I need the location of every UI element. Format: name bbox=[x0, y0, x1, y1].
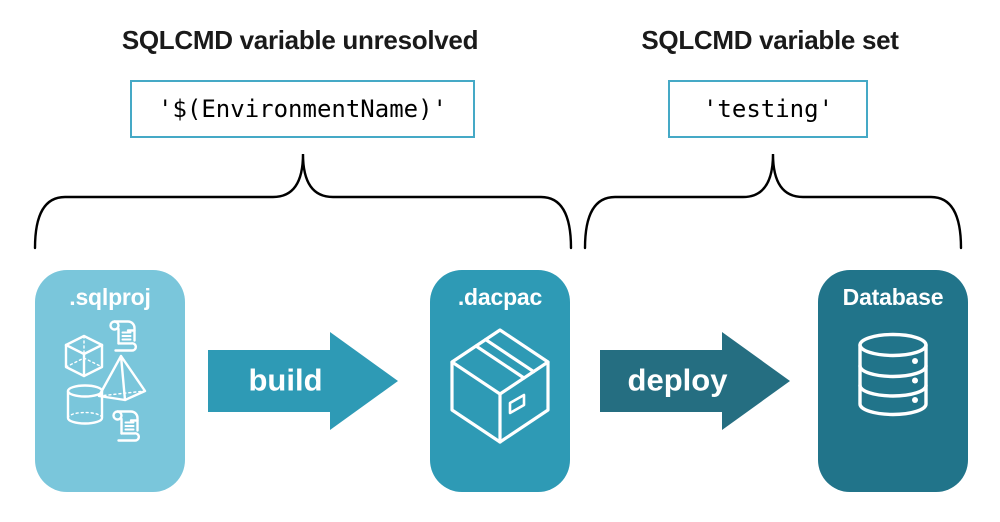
sqlproj-card: .sqlproj bbox=[35, 270, 185, 492]
package-box-icon bbox=[450, 328, 550, 444]
set-variable-heading: SQLCMD variable set bbox=[641, 25, 899, 55]
deploy-arrow-shape bbox=[600, 332, 790, 430]
pyramid-glyph bbox=[97, 354, 147, 402]
database-cylinder-icon bbox=[858, 332, 928, 417]
dacpac-card-label: .dacpac bbox=[457, 284, 543, 310]
unresolved-variable-heading: SQLCMD variable unresolved bbox=[121, 25, 479, 55]
sql-project-objects-icon bbox=[64, 320, 147, 442]
unresolved-variable-box: '$(EnvironmentName)' bbox=[130, 80, 475, 138]
script-scroll-glyph bbox=[109, 320, 137, 352]
sqlproj-card-label: .sqlproj bbox=[69, 284, 151, 310]
set-variable-value: 'testing' bbox=[702, 95, 834, 123]
cube-glyph bbox=[64, 334, 104, 378]
left-curly-brace bbox=[33, 153, 573, 250]
build-arrow-shape bbox=[208, 332, 398, 430]
deploy-arrow: deploy bbox=[600, 332, 790, 430]
cylinder-glyph bbox=[66, 384, 104, 425]
build-arrow-label: build bbox=[248, 362, 323, 398]
dacpac-card: .dacpac bbox=[430, 270, 570, 492]
database-card-label: Database bbox=[842, 284, 944, 310]
database-card: Database bbox=[818, 270, 968, 492]
unresolved-variable-value: '$(EnvironmentName)' bbox=[158, 95, 447, 123]
set-variable-box: 'testing' bbox=[668, 80, 868, 138]
deploy-arrow-label: deploy bbox=[627, 362, 728, 398]
right-curly-brace bbox=[583, 153, 963, 250]
build-arrow: build bbox=[208, 332, 398, 430]
script-scroll-glyph bbox=[112, 410, 140, 442]
